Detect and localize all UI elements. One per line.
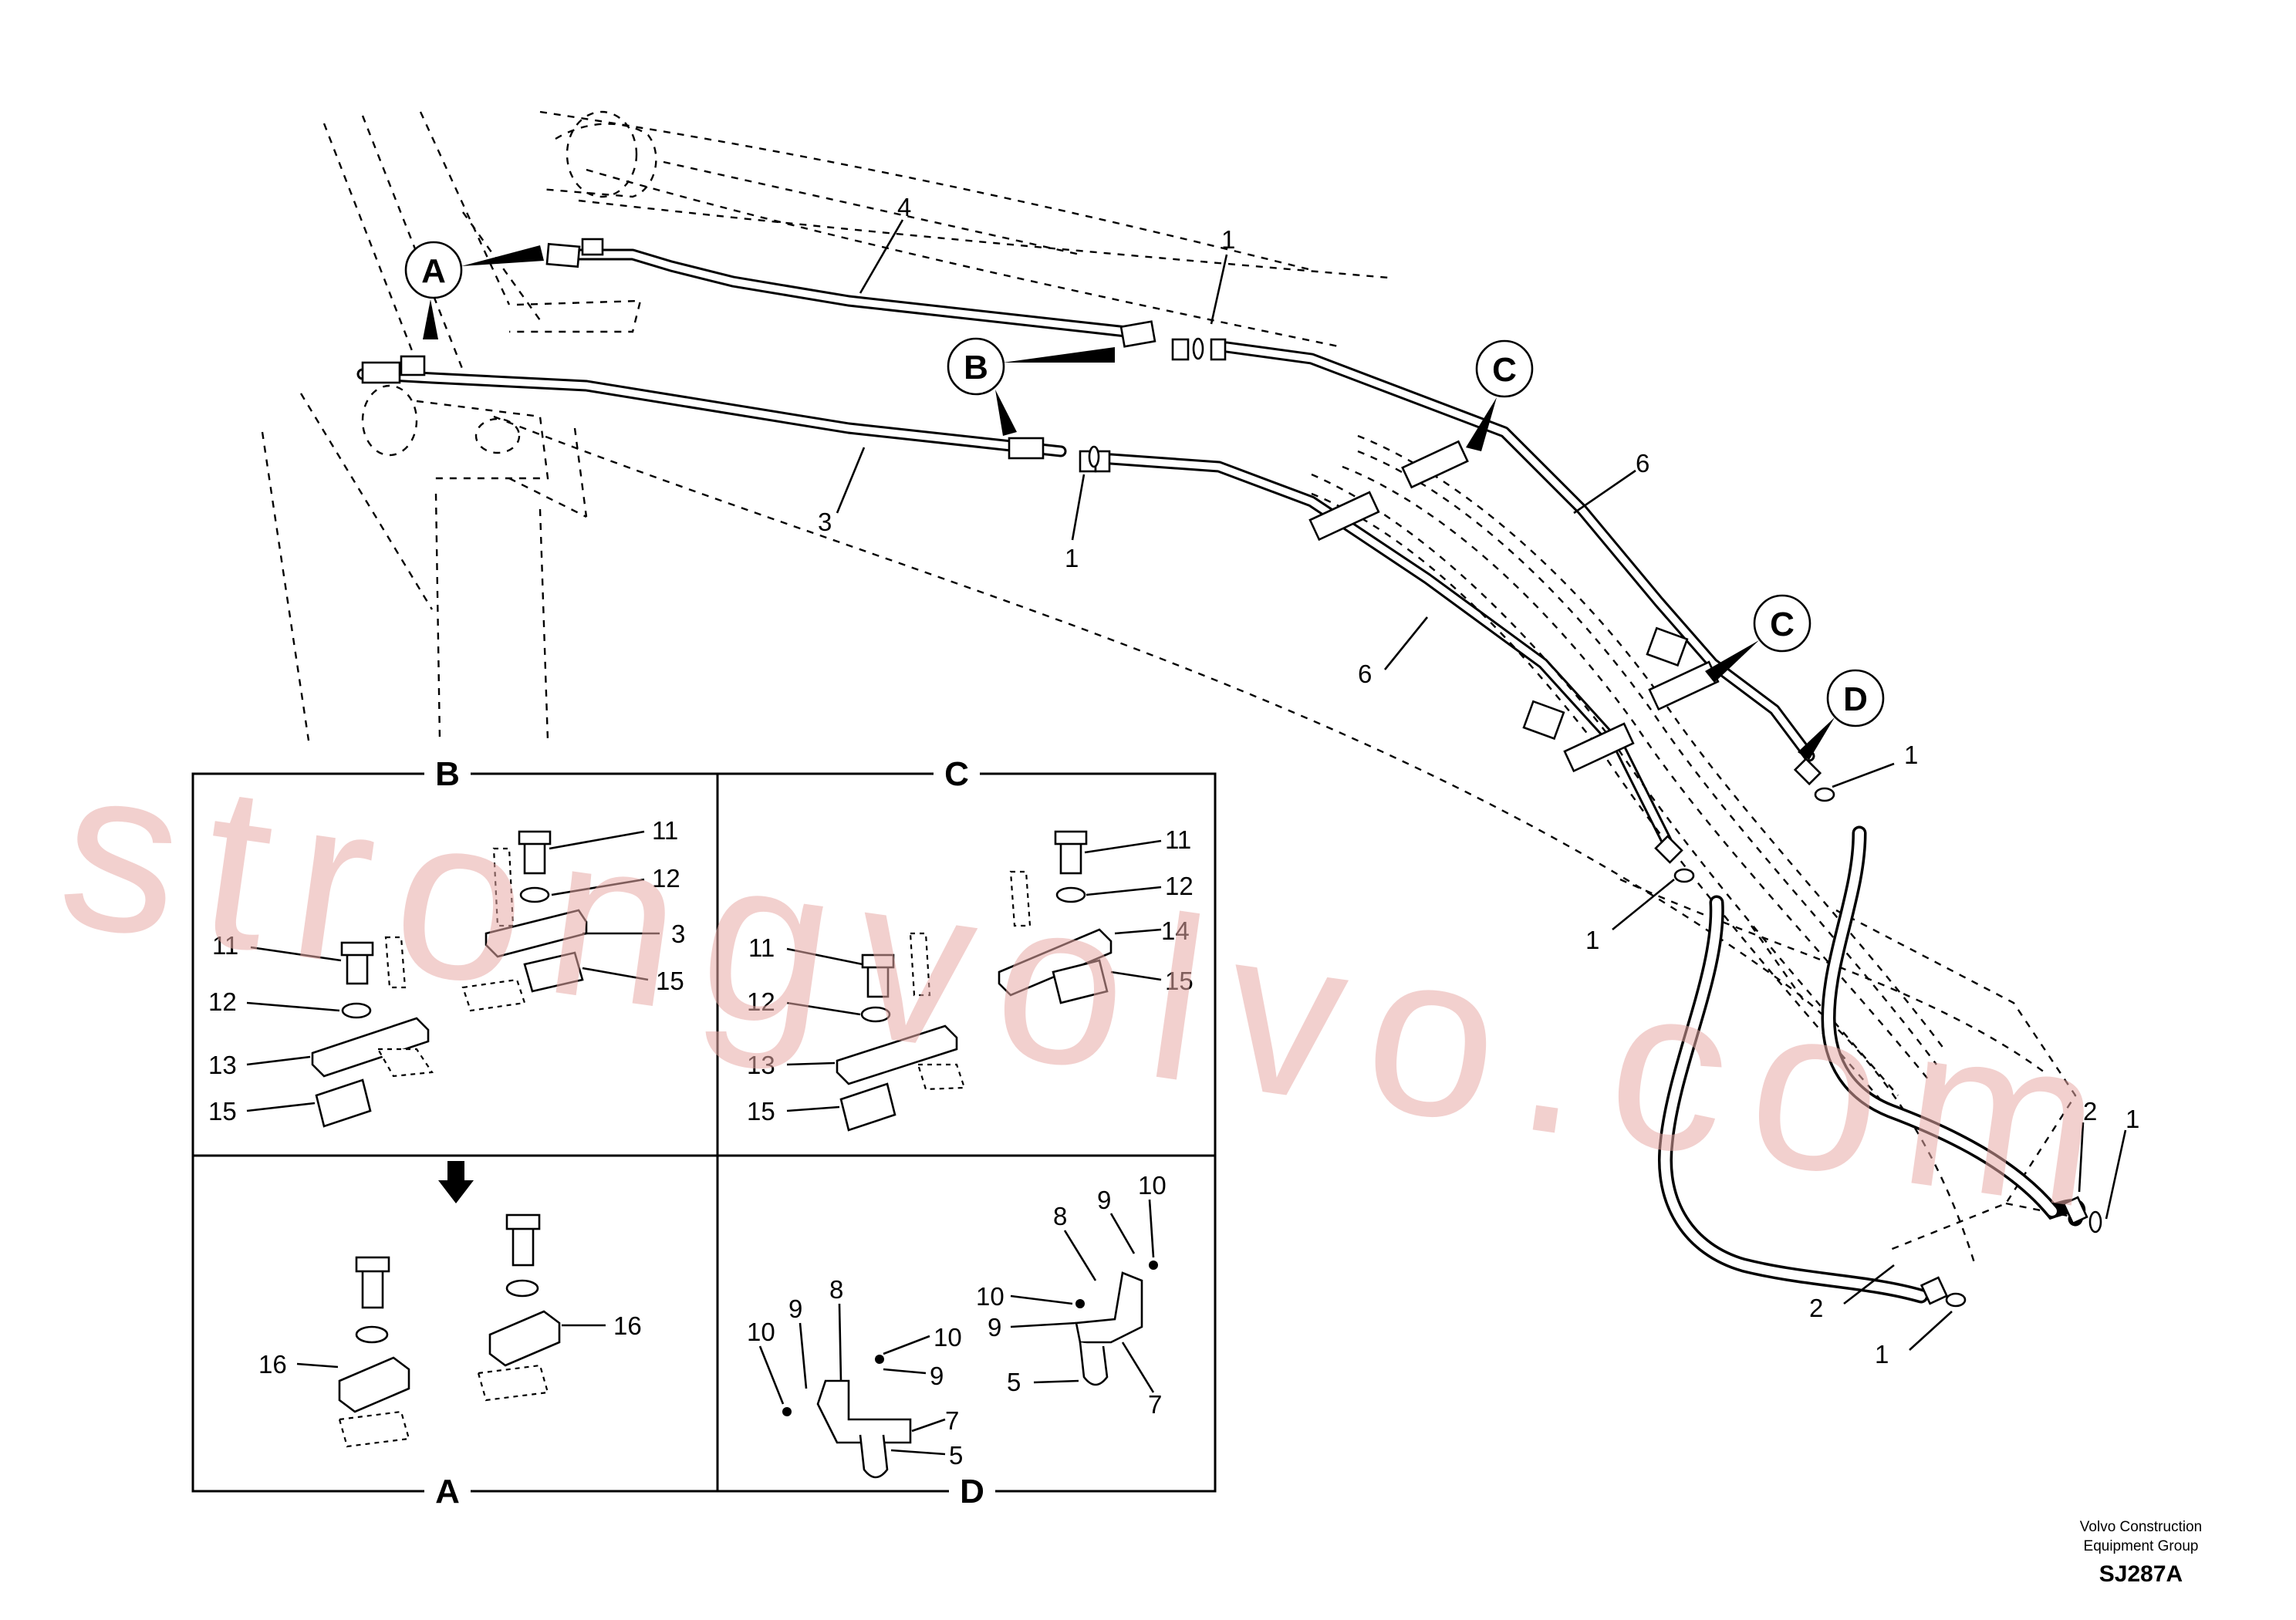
callout-1d: 1 [1585,926,1599,954]
d-callout-5a: 5 [949,1441,963,1470]
company-line-1: Volvo Construction [2080,1519,2202,1535]
callout-2b: 2 [1809,1294,1823,1322]
callout-1e: 1 [2125,1105,2139,1133]
pipe-clamps [361,238,2102,1308]
d-callout-8b: 8 [1053,1202,1067,1230]
b-callout-11a: 11 [652,816,678,845]
detail-bubble-c2-label: C [1770,606,1795,643]
d-callout-5b: 5 [1007,1368,1021,1396]
a-callout-16b: 16 [613,1311,642,1340]
c-callout-12a: 12 [1165,872,1194,900]
footer-block: Volvo Construction Equipment Group SJ287… [2080,1519,2202,1587]
pipe-3 [356,368,1067,457]
b-callout-15b: 15 [208,1097,237,1126]
detail-bubble-c1-label: C [1492,351,1517,389]
detail-bubble-b: B [947,337,1115,436]
detail-bubble-d: D [1798,669,1885,760]
drawing-reference: SJ287A [2099,1561,2183,1587]
panel-d-title: D [960,1473,984,1510]
c-callout-14: 14 [1161,916,1190,945]
b-callout-3: 3 [671,920,685,948]
c-callout-15b: 15 [747,1097,775,1126]
b-callout-13: 13 [208,1051,237,1079]
d-callout-7b: 7 [1148,1390,1162,1419]
detail-bubble-c2: C [1705,594,1811,683]
c-callout-13: 13 [747,1051,775,1079]
panel-b-title: B [435,755,460,793]
c-callout-11a: 11 [1165,825,1191,854]
d-callout-9d: 9 [988,1313,1001,1342]
b-callout-11b: 11 [212,931,238,960]
panel-b: 11 12 3 15 11 12 13 15 [208,816,685,1128]
main-callouts: 4 1 3 1 6 6 1 1 2 1 2 1 [818,193,2139,1369]
pipe-6-upper [1221,341,1815,762]
d-callout-10c: 10 [1138,1171,1167,1200]
detail-bubble-c1: C [1466,339,1534,451]
callout-6b: 6 [1358,660,1372,688]
detail-bubble-a: A [404,241,544,339]
d-callout-9c: 9 [1097,1186,1111,1214]
callout-1b: 1 [1065,544,1079,572]
c-callout-11b: 11 [748,933,775,962]
panel-c-title: C [944,755,969,793]
callout-3: 3 [818,508,832,536]
callout-1a: 1 [1221,225,1235,254]
detail-bubble-a-label: A [421,252,446,290]
pipe-4 [557,248,1133,338]
c-callout-12b: 12 [747,987,775,1016]
b-callout-12b: 12 [208,987,237,1016]
down-arrow-icon [438,1161,474,1203]
callout-1c: 1 [1904,741,1918,769]
callout-2a: 2 [2083,1097,2097,1126]
d-callout-10a: 10 [747,1318,775,1346]
a-callout-16a: 16 [258,1350,287,1379]
d-callout-10b: 10 [934,1323,962,1352]
hose-2-left [1658,895,1929,1304]
d-callout-10d: 10 [976,1282,1004,1311]
detail-panels-frame: B C A D [191,755,1217,1510]
boom-outline [261,110,2084,1266]
d-callout-8a: 8 [829,1275,843,1304]
detail-bubble-b-label: B [964,349,988,386]
b-callout-12a: 12 [652,864,680,893]
d-callout-9b: 9 [930,1362,944,1390]
d-callout-7a: 7 [945,1406,959,1435]
panel-d: 10 9 8 10 9 7 5 8 9 10 10 9 5 7 [747,1171,1167,1479]
panel-a-title: A [435,1473,460,1510]
panel-a: 16 16 [258,1161,642,1448]
hose-2-right [1821,825,2086,1227]
company-line-2: Equipment Group [2084,1538,2199,1554]
b-callout-15a: 15 [656,967,684,995]
callout-1f: 1 [1875,1340,1889,1369]
d-callout-9a: 9 [788,1294,802,1323]
c-callout-15a: 15 [1165,967,1194,995]
callout-4: 4 [897,193,911,221]
panel-c: 11 12 14 15 11 12 13 15 [747,825,1194,1132]
detail-bubble-d-label: D [1843,680,1868,718]
callout-6a: 6 [1636,449,1649,478]
